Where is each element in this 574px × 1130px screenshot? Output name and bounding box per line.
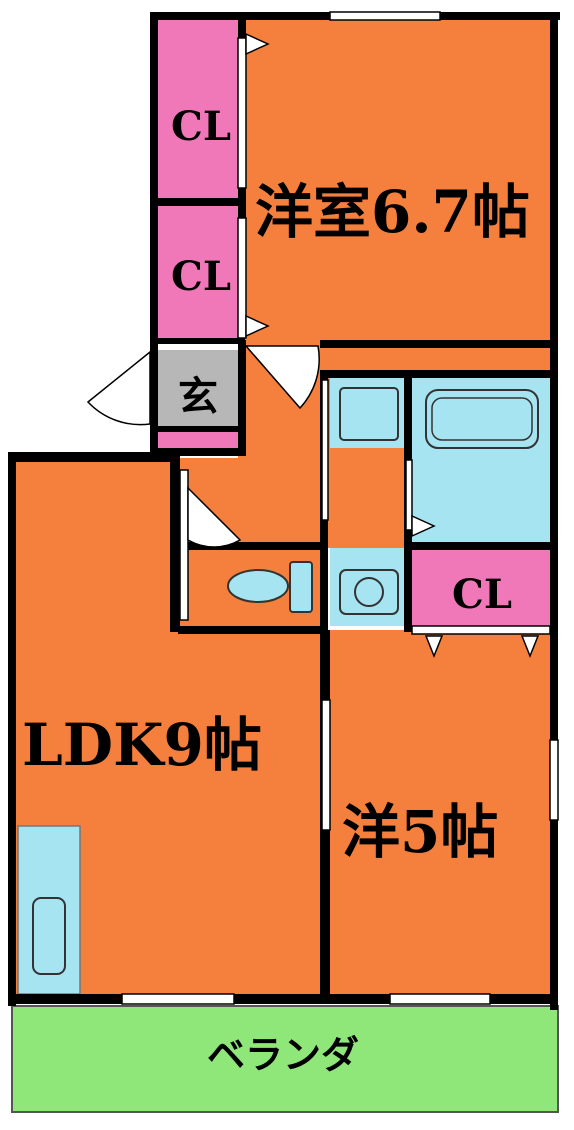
- entrance-step: [158, 432, 238, 450]
- toilet-icon: [227, 569, 289, 603]
- closet-2-label: CL: [171, 253, 231, 300]
- western-room-b-label: 洋5帖: [342, 798, 498, 866]
- western-room-a-label: 洋室6.7帖: [255, 178, 530, 246]
- entrance-label: 玄: [178, 373, 218, 420]
- basin-icon: [339, 387, 399, 441]
- veranda: [11, 1005, 559, 1113]
- closet-1: [158, 18, 245, 200]
- sink-icon: [32, 897, 66, 975]
- ldk-label: LDK9帖: [22, 711, 262, 779]
- closet-1-label: CL: [171, 103, 231, 150]
- western-room-b: [330, 630, 552, 998]
- closet-3-label: CL: [452, 571, 512, 618]
- closet-2: [158, 206, 245, 340]
- veranda-label: ベランダ: [207, 1032, 359, 1077]
- bathtub-icon: [425, 389, 539, 449]
- western-room-a: [245, 18, 552, 370]
- closet-3: [410, 548, 552, 626]
- entrance: [158, 350, 238, 426]
